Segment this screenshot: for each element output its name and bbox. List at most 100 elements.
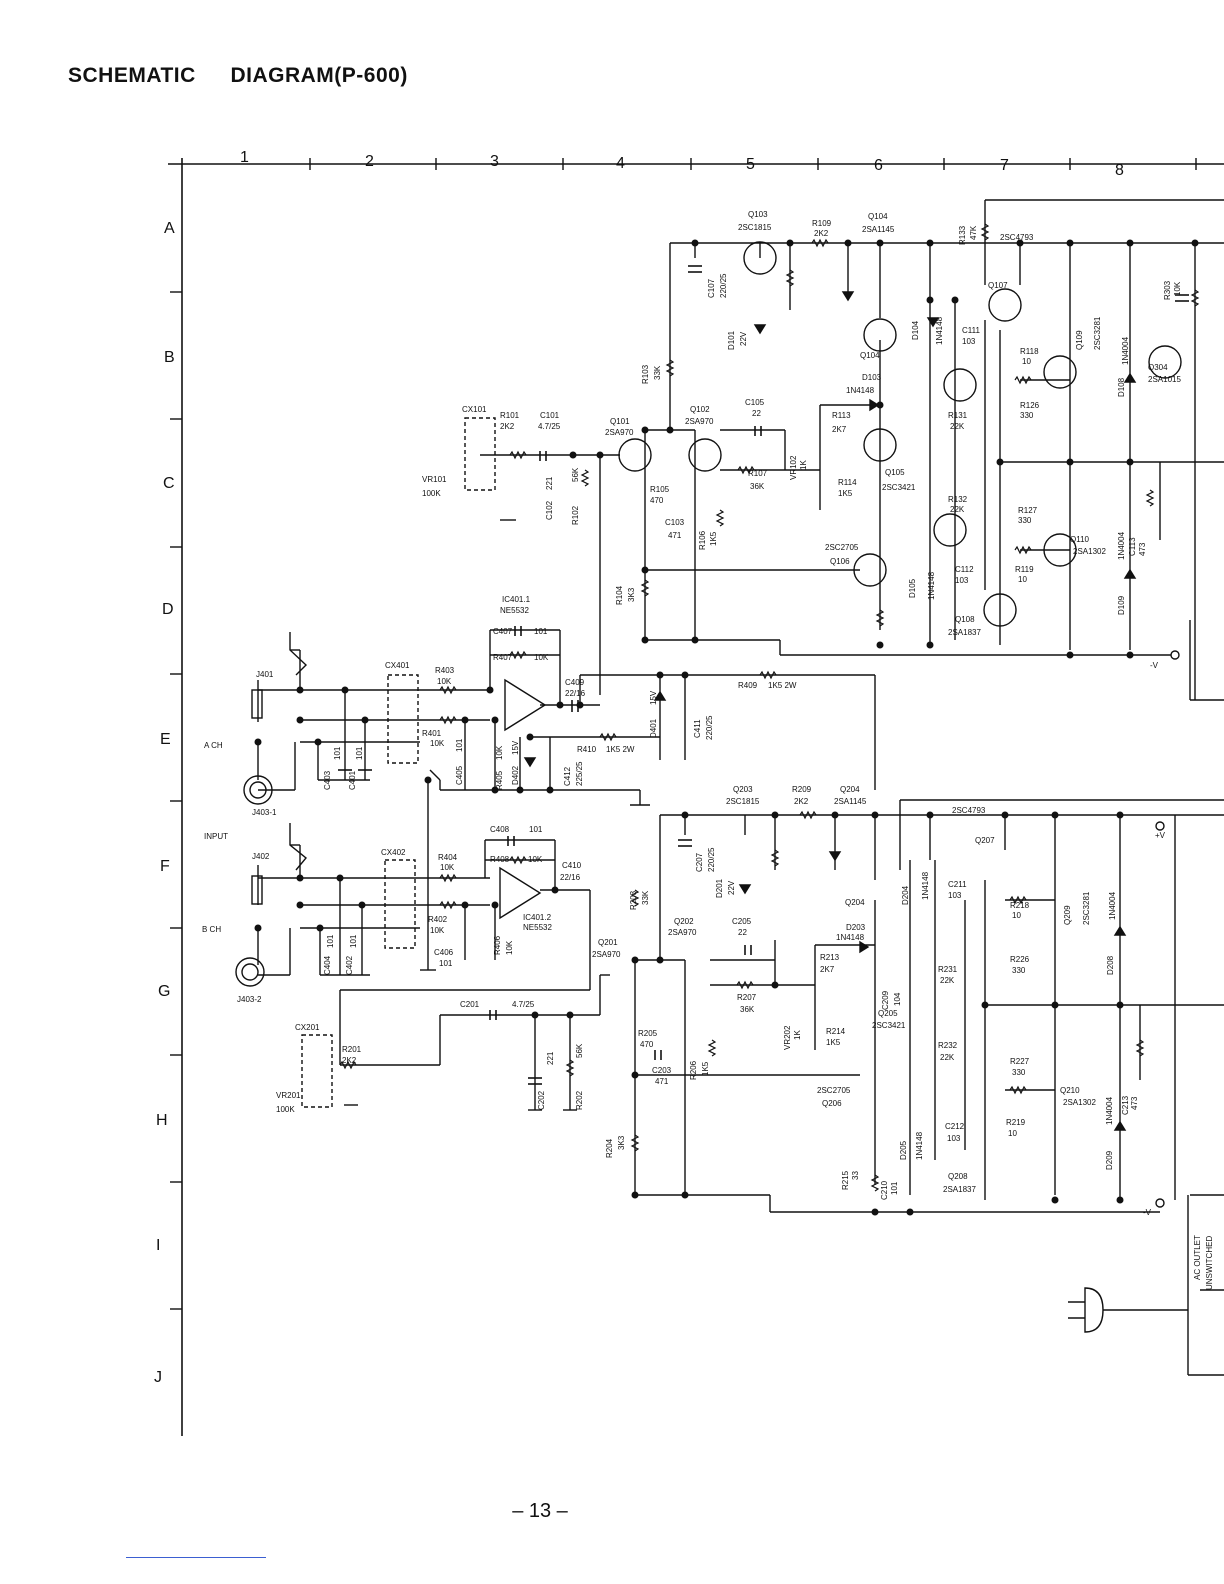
label-c209: C209 <box>881 990 890 1010</box>
label-vr201-value: 100K <box>276 1105 295 1114</box>
label-c102-value: 221 <box>545 476 554 490</box>
label-r206: R206 <box>689 1060 698 1080</box>
label-neg-v-b: -V <box>1143 1208 1152 1217</box>
label-r406-value: 10K <box>505 940 514 955</box>
label-c112-value: 103 <box>955 576 969 585</box>
label-c213: C213 <box>1121 1095 1130 1115</box>
label-c113-value: 473 <box>1138 542 1147 556</box>
label-r133: R133 <box>958 225 967 245</box>
grid-col-7: 7 <box>1000 157 1009 174</box>
label-c105-value: 22 <box>752 409 761 418</box>
label-r403-value: 10K <box>437 677 452 686</box>
label-r131-value: 22K <box>950 422 965 431</box>
label-d208-value: 1N4004 <box>1108 891 1117 920</box>
label-c101-value: 4.7/25 <box>538 422 561 431</box>
label-c201-value: 4.7/25 <box>512 1000 535 1009</box>
label-q201: Q201 <box>598 938 618 947</box>
label-d104-value: 1N4148 <box>935 316 944 345</box>
label-c407: C407 <box>493 627 513 636</box>
label-r109: R109 <box>812 219 832 228</box>
label-c111: C111 <box>962 326 980 335</box>
label-ic401-1: IC401.1 <box>502 595 531 604</box>
label-c112: C112 <box>955 565 974 574</box>
label-c103-value: 471 <box>668 531 682 540</box>
label-r218-value: 10 <box>1012 911 1021 920</box>
label-r403: R403 <box>435 666 455 675</box>
label-c202: C202 <box>537 1090 546 1110</box>
label-vr101-value: 100K <box>422 489 441 498</box>
label-c105: C105 <box>745 398 765 407</box>
label-d203: D203 <box>846 923 866 932</box>
label-r113: R113 <box>832 411 851 420</box>
label-cx201: CX201 <box>295 1023 320 1032</box>
label-q105-type: 2SC3421 <box>882 483 916 492</box>
label-j402: J402 <box>252 852 270 861</box>
label-r214-value: 1K5 <box>826 1038 841 1047</box>
label-r410: R410 <box>577 745 597 754</box>
label-q204-b: Q204 <box>845 898 865 907</box>
grid-frame <box>168 158 1224 1436</box>
label-c203: C203 <box>652 1066 672 1075</box>
label-c101: C101 <box>540 411 560 420</box>
label-d109: D109 <box>1117 595 1126 615</box>
grid-column-labels: 1 2 3 4 5 6 7 8 <box>240 149 1124 179</box>
label-vr101: VR101 <box>422 475 447 484</box>
label-r107: R107 <box>748 469 768 478</box>
label-r209: R209 <box>792 785 812 794</box>
label-r204: R204 <box>605 1138 614 1158</box>
label-r101: R101 <box>500 411 520 420</box>
label-c403: C403 <box>323 770 332 790</box>
label-r101-value: 2K2 <box>500 422 515 431</box>
label-r226: R226 <box>1010 955 1030 964</box>
label-c401-value: 101 <box>355 746 364 760</box>
label-cx101: CX101 <box>462 405 487 414</box>
label-ac-outlet: AC OUTLET <box>1193 1235 1202 1280</box>
label-d402-value: 15V <box>511 740 520 755</box>
label-c107: C107 <box>707 278 716 298</box>
label-d204-value: 1N4148 <box>921 871 930 900</box>
label-d205: D205 <box>899 1140 908 1160</box>
label-q105: Q105 <box>885 468 905 477</box>
label-q210: Q210 <box>1060 1086 1080 1095</box>
label-c407-value: 101 <box>534 627 548 636</box>
label-r303: R303 <box>1163 280 1172 300</box>
label-r219-value: 10 <box>1008 1129 1017 1138</box>
label-r106: R106 <box>698 530 707 550</box>
label-r207-value: 36K <box>740 1005 755 1014</box>
label-r113-value: 2K7 <box>832 425 847 434</box>
label-q202-type: 2SA970 <box>668 928 697 937</box>
label-q203: Q203 <box>733 785 753 794</box>
label-c113: C113 <box>1128 537 1137 556</box>
label-c102: C102 <box>545 500 554 520</box>
label-c209-value: 104 <box>893 992 902 1006</box>
label-r402: R402 <box>428 915 448 924</box>
label-d109-value: 1N4004 <box>1117 531 1126 560</box>
grid-col-2: 2 <box>365 153 374 170</box>
label-q208: Q208 <box>948 1172 968 1181</box>
label-q208-type: 2SA1837 <box>943 1185 976 1194</box>
label-cx402: CX402 <box>381 848 406 857</box>
label-c405-value: 101 <box>455 738 464 752</box>
label-d204: D204 <box>901 885 910 905</box>
label-d208: D208 <box>1106 955 1115 975</box>
label-r126: R126 <box>1020 401 1040 410</box>
label-d108: D108 <box>1117 377 1126 397</box>
label-input: INPUT <box>204 832 228 841</box>
grid-col-1: 1 <box>240 149 249 166</box>
label-r114-value: 1K5 <box>838 489 853 498</box>
label-r133-value: 47K <box>969 225 978 240</box>
wiring-a-channel <box>257 199 1224 805</box>
label-c412: C412 <box>563 766 572 786</box>
junction-dots <box>254 239 1199 1216</box>
grid-row-j: J <box>154 1369 162 1386</box>
grid-row-b: B <box>164 349 175 366</box>
label-ic401-2: IC401.2 <box>523 913 552 922</box>
label-vr102: VR102 <box>789 455 798 480</box>
label-r203: R203 <box>629 890 638 910</box>
grid-col-5: 5 <box>746 156 755 173</box>
grid-row-c: C <box>163 475 175 492</box>
label-c403-value: 101 <box>333 746 342 760</box>
label-c404: C404 <box>323 955 332 975</box>
label-q110-type: 2SA1302 <box>1073 547 1106 556</box>
